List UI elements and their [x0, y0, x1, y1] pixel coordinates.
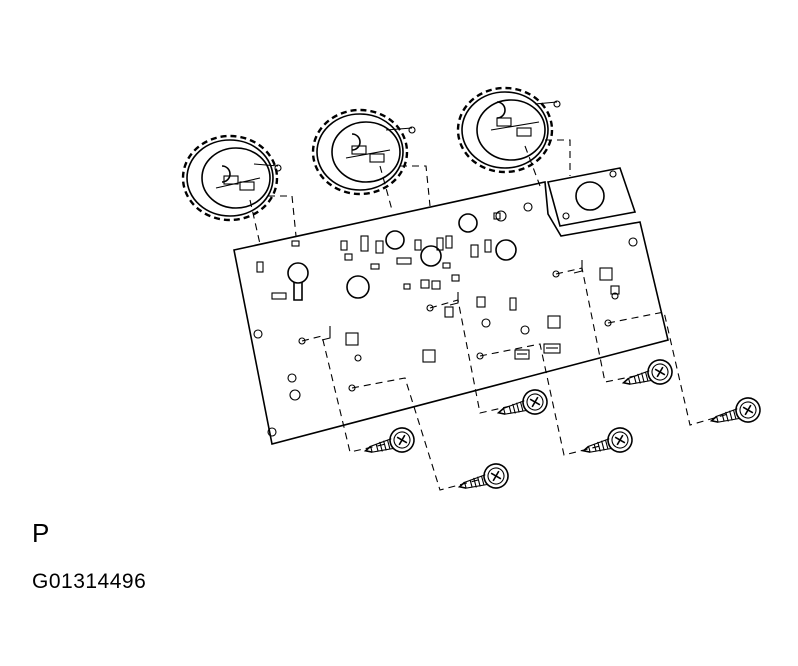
screw-4: [581, 427, 633, 453]
figure-code: G01314496: [32, 570, 147, 593]
screw-5: [621, 359, 673, 385]
exploded-assembly-diagram: [181, 86, 761, 491]
circuit-board: [233, 181, 669, 445]
screw-6: [709, 397, 761, 423]
knob-right: [456, 86, 561, 174]
knob-alignment-lines: [249, 139, 571, 245]
screw-1: [363, 427, 415, 453]
switch-plate: [547, 167, 637, 227]
screw-2: [457, 463, 509, 489]
knob-left: [181, 134, 282, 222]
knob-center: [311, 108, 416, 196]
view-label: P: [32, 518, 50, 548]
screw-3: [496, 389, 548, 415]
